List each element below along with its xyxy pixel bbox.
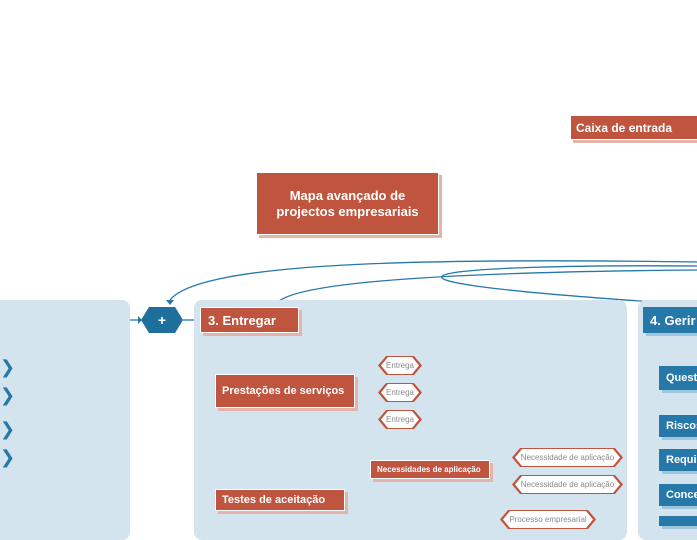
delivery-item[interactable]: Entrega bbox=[378, 383, 422, 402]
map-title-box[interactable]: Mapa avançado de projectos empresariais bbox=[256, 172, 439, 235]
chevron-right-icon[interactable]: ❯ bbox=[0, 385, 16, 405]
plus-icon: + bbox=[157, 312, 167, 328]
manage-item-requirements[interactable]: Requisitos bbox=[659, 449, 697, 471]
inbox-label: Caixa de entrada bbox=[576, 120, 673, 135]
delivery-item-label: Entrega bbox=[385, 361, 415, 370]
manage-title: 4. Gerir bbox=[650, 312, 696, 328]
manage-item-label: Riscos bbox=[666, 420, 697, 432]
app-need-item[interactable]: Necessidade de aplicação bbox=[512, 475, 623, 494]
chevron-right-icon[interactable]: ❯ bbox=[0, 419, 16, 439]
manage-title-box[interactable]: 4. Gerir bbox=[643, 307, 697, 333]
app-need-item[interactable]: Necessidade de aplicação bbox=[512, 448, 623, 467]
inbox-box[interactable]: Caixa de entrada bbox=[570, 115, 697, 140]
delivery-item-label: Entrega bbox=[385, 415, 415, 424]
chevron-right-icon[interactable]: ❯ bbox=[0, 447, 16, 467]
services-label: Prestações de serviços bbox=[222, 384, 345, 397]
app-needs-box[interactable]: Necessidades de aplicação bbox=[370, 460, 490, 479]
deliver-title: 3. Entregar bbox=[208, 312, 276, 328]
manage-item-label: Conceitos bbox=[666, 489, 697, 501]
delivery-item-label: Entrega bbox=[385, 388, 415, 397]
app-need-item-label: Necessidade de aplicação bbox=[520, 480, 615, 489]
services-box[interactable]: Prestações de serviços bbox=[215, 374, 355, 408]
manage-item-label: Questões bbox=[666, 372, 697, 384]
left-panel bbox=[0, 300, 130, 540]
map-title: Mapa avançado de projectos empresariais bbox=[276, 187, 419, 219]
manage-item-partial[interactable] bbox=[659, 516, 697, 526]
manage-item-concepts[interactable]: Conceitos bbox=[659, 484, 697, 506]
acceptance-label: Testes de aceitação bbox=[222, 494, 326, 506]
manage-item-issues[interactable]: Questões bbox=[659, 366, 697, 390]
manage-item-risks[interactable]: Riscos bbox=[659, 415, 697, 437]
add-node-button[interactable]: + bbox=[141, 307, 183, 333]
delivery-item[interactable]: Entrega bbox=[378, 356, 422, 375]
deliver-title-box[interactable]: 3. Entregar bbox=[200, 307, 299, 333]
acceptance-box[interactable]: Testes de aceitação bbox=[215, 489, 345, 511]
chevron-right-icon[interactable]: ❯ bbox=[0, 357, 16, 377]
delivery-item[interactable]: Entrega bbox=[378, 410, 422, 429]
app-needs-label: Necessidades de aplicação bbox=[377, 465, 481, 474]
manage-item-label: Requisitos bbox=[666, 454, 697, 466]
app-need-item-label: Necessidade de aplicação bbox=[520, 453, 615, 462]
